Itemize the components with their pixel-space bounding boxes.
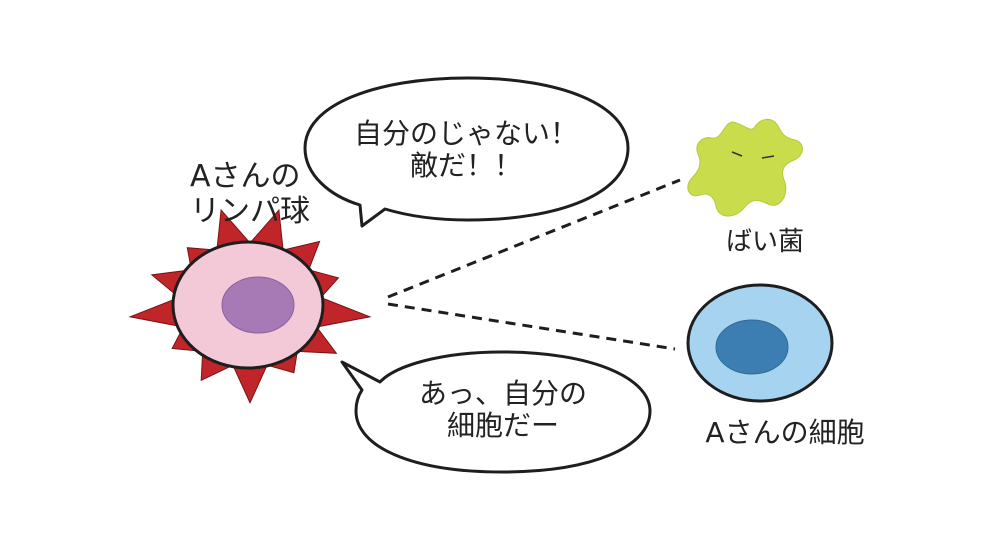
bubble-foreign-line-2: 敵だ！！ (409, 149, 522, 183)
lymphocyte-label-line-1: Aさんの (190, 159, 301, 194)
bacteria-shape (687, 119, 803, 217)
own-cell-nucleus (715, 319, 789, 375)
bubble-foreign-line-1: 自分のじゃない！ (353, 117, 578, 150)
own-cell-label: Aさんの細胞 (705, 416, 865, 449)
connector-to-bacteria (387, 178, 681, 299)
lymphocyte-nucleus (221, 276, 295, 334)
bubble-self-text: あっ、自分の 細胞だー (378, 377, 628, 443)
bubble-self-line-2: 細胞だー (446, 409, 559, 443)
lymphocyte-label: Aさんの リンパ球 (190, 159, 310, 229)
bubble-self-line-1: あっ、自分の (418, 377, 587, 410)
lymphocyte-label-line-2: リンパ球 (190, 193, 310, 229)
bacteria-face-mark-right (761, 155, 775, 159)
bacteria-face-mark-left (731, 151, 743, 157)
connector-to-own-cell (387, 302, 676, 351)
bacteria-label: ばい菌 (725, 227, 804, 257)
speech-bubble-self (340, 350, 652, 474)
speech-bubble-foreign (303, 76, 630, 228)
bubble-foreign-text: 自分のじゃない！ 敵だ！！ (316, 117, 616, 183)
